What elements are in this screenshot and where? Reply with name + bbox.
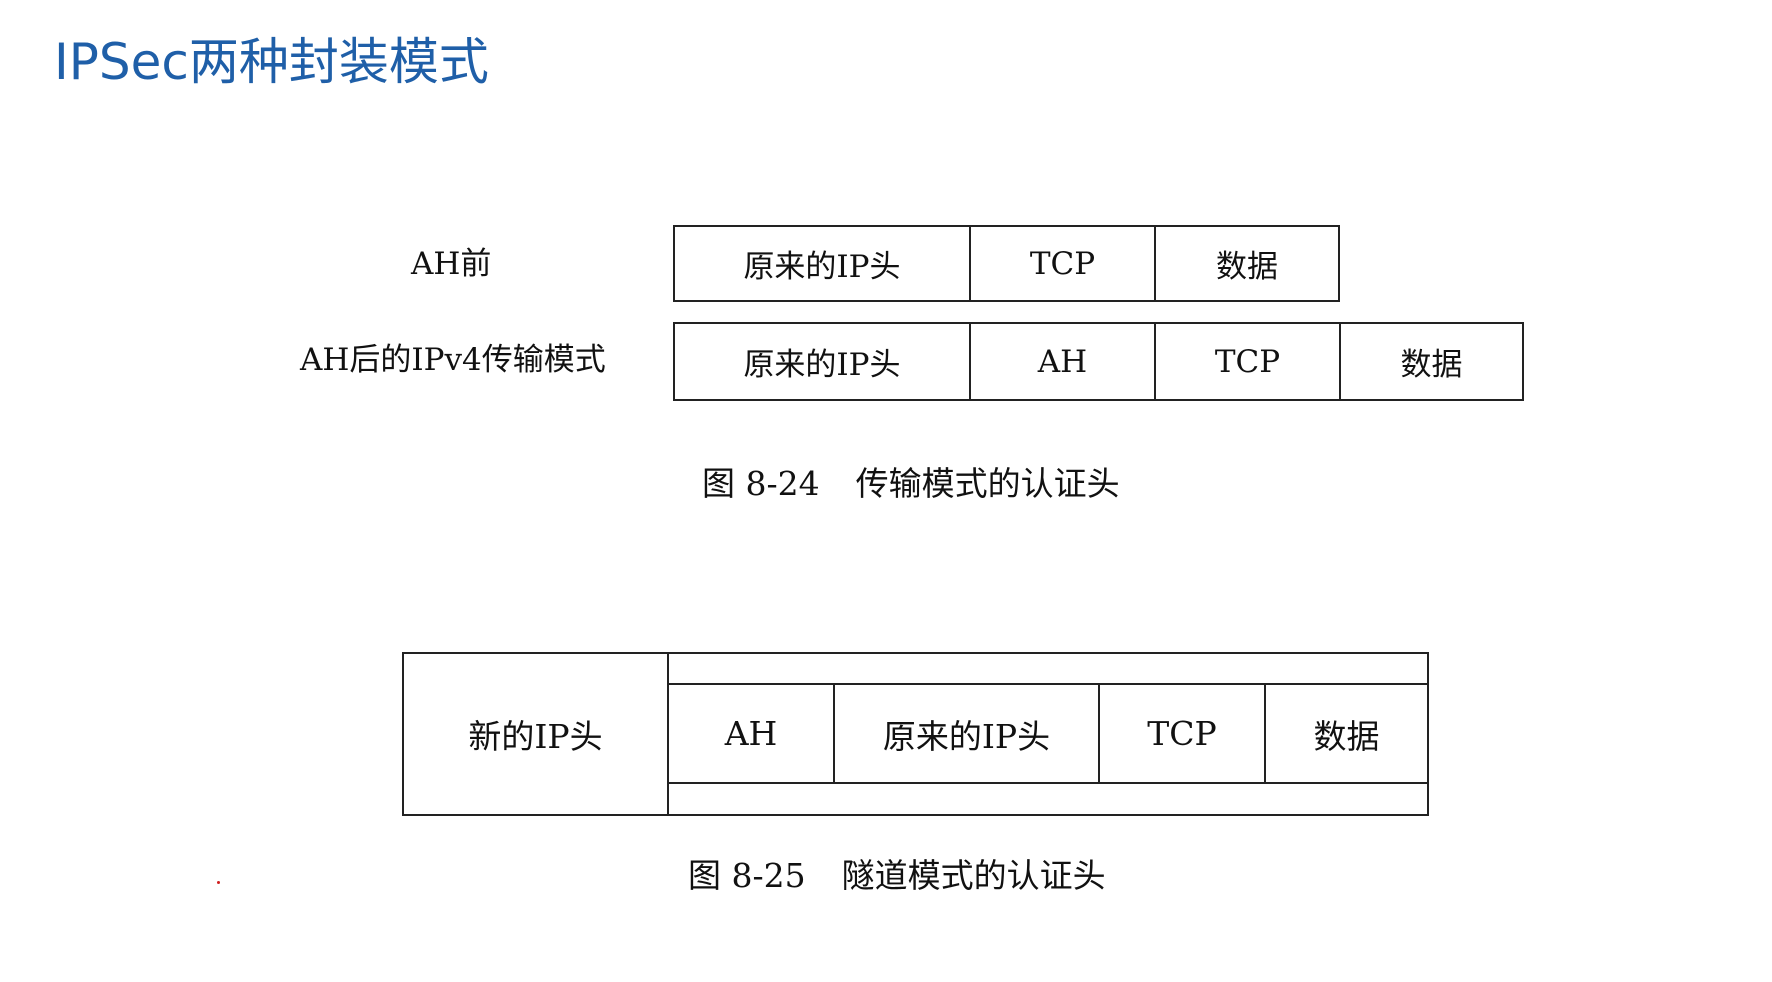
tunnel-packet: 新的IP头 AH 原来的IP头 TCP 数据 — [402, 652, 1429, 816]
packet-field-tcp: TCP — [1100, 685, 1266, 782]
packet-field-original-ip-header: 原来的IP头 — [675, 227, 971, 300]
ah-after-label: AH后的IPv4传输模式 — [300, 342, 606, 378]
stray-mark — [217, 881, 220, 884]
packet-field-original-ip-header: 原来的IP头 — [835, 685, 1100, 782]
figure-title: 传输模式的认证头 — [855, 464, 1120, 503]
packet-field-ah: AH — [669, 685, 835, 782]
figure-title: 隧道模式的认证头 — [841, 856, 1106, 895]
tunnel-bottom-strip — [669, 782, 1427, 814]
packet-field-tcp: TCP — [1156, 324, 1341, 399]
packet-field-data: 数据 — [1313, 716, 1380, 756]
figure-caption-8-25: 图 8-25 隧道模式的认证头 — [688, 859, 1106, 892]
packet-field-original-ip-header: 原来的IP头 — [675, 324, 971, 399]
packet-field-ah: AH — [971, 324, 1156, 399]
packet-field-data: 数据 — [1216, 249, 1278, 285]
figure-number: 图 8-25 — [688, 856, 806, 895]
tunnel-top-strip — [669, 654, 1427, 685]
packet-field-data: 数据 — [1400, 347, 1463, 383]
ah-before-packet: 原来的IP头 TCP 数据 — [673, 225, 1340, 302]
packet-field-tcp: TCP — [971, 227, 1156, 300]
packet-field-new-ip-header: 新的IP头 — [404, 654, 669, 814]
figure-caption-8-24: 图 8-24 传输模式的认证头 — [702, 467, 1120, 500]
ah-before-label: AH前 — [411, 246, 492, 282]
tunnel-inner: AH 原来的IP头 TCP 数据 — [669, 654, 1427, 814]
figure-number: 图 8-24 — [702, 464, 820, 503]
ah-after-packet: 原来的IP头 AH TCP 数据 — [673, 322, 1524, 401]
slide-title: IPSec两种封装模式 — [54, 33, 489, 91]
tunnel-fields: AH 原来的IP头 TCP 数据 — [669, 685, 1427, 782]
